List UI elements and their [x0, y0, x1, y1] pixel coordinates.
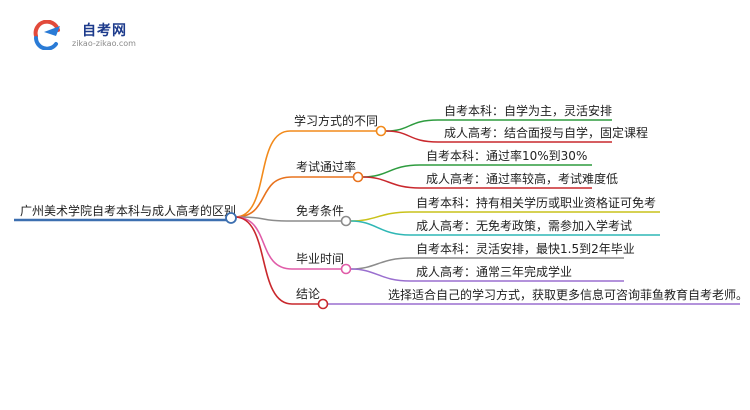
branch-connector [234, 216, 293, 222]
branch-node[interactable] [340, 215, 352, 227]
branch-connector [234, 176, 293, 218]
branch-node[interactable] [375, 125, 387, 137]
leaf-label: 成人高考：通常三年完成学业 [416, 264, 572, 279]
branch-label: 结论 [296, 287, 320, 301]
leaf-label: 成人高考：通过率较高，考试难度低 [426, 171, 618, 186]
branch-connector [234, 216, 293, 270]
branch-label: 考试通过率 [296, 159, 356, 174]
logo-icon [33, 20, 60, 50]
leaf-label: 选择适合自己的学习方式，获取更多信息可咨询菲鱼教育自考老师。 [388, 287, 748, 302]
leaf-label: 自考本科：通过率10%到30% [426, 148, 587, 163]
logo-url: zikao-zikao.com [72, 39, 136, 48]
root-label: 广州美术学院自考本科与成人高考的区别 [20, 203, 236, 218]
root-node[interactable] [225, 212, 237, 224]
child-connector [362, 164, 421, 178]
child-connector [350, 211, 411, 222]
leaf-label: 自考本科：持有相关学历或职业资格证可免考 [416, 195, 656, 210]
child-connector [362, 176, 421, 189]
child-connector [385, 130, 439, 143]
branch-label: 学习方式的不同 [294, 113, 378, 128]
branch-connector [234, 216, 293, 305]
site-logo[interactable]: 自考网 zikao-zikao.com [30, 20, 140, 50]
branch-node[interactable] [352, 171, 364, 183]
child-connector [350, 257, 411, 270]
leaf-label: 成人高考：无免考政策，需参加入学考试 [416, 218, 632, 233]
branch-connector [234, 130, 291, 218]
leaf-label: 自考本科：灵活安排，最快1.5到2年毕业 [416, 241, 635, 256]
branch-node[interactable] [317, 298, 329, 310]
branch-node[interactable] [340, 263, 352, 275]
child-connector [385, 119, 439, 132]
child-connector [350, 220, 411, 236]
branch-label: 毕业时间 [296, 252, 344, 266]
child-connector [350, 268, 411, 282]
leaf-label: 自考本科：自学为主，灵活安排 [444, 103, 612, 118]
branch-label: 免考条件 [296, 203, 344, 218]
leaf-label: 成人高考：结合面授与自学，固定课程 [444, 125, 648, 140]
logo-title: 自考网 [82, 23, 127, 39]
